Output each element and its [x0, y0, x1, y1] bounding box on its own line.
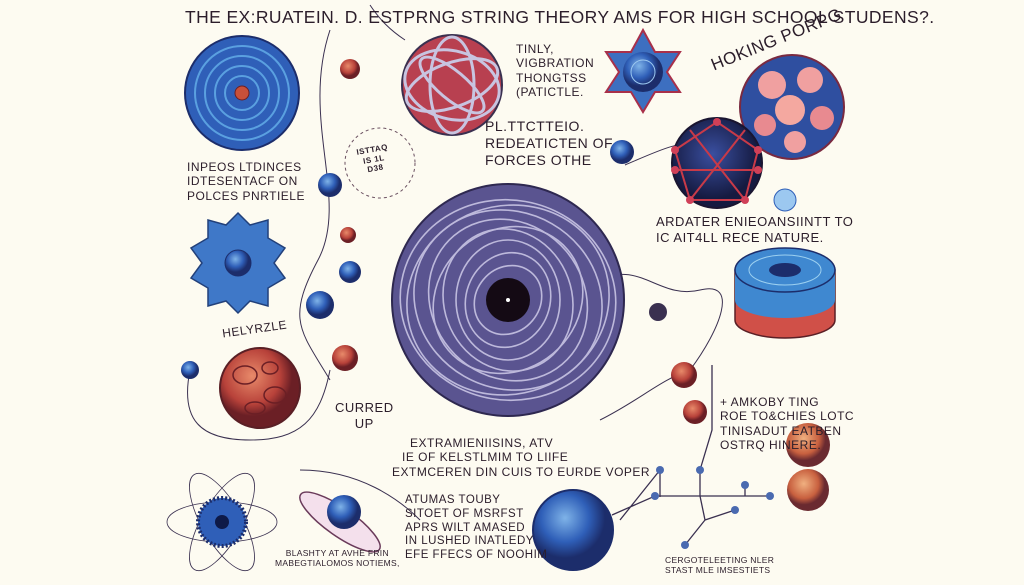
small-red-ball	[340, 227, 356, 243]
label-ardater: ARDATER ENIEOANSIINTT TO IC AIT4LL RECE …	[656, 214, 853, 245]
label-line: MABEGTIALOMOS NOTIEMS,	[275, 558, 400, 569]
pink-cloud-ball	[739, 54, 845, 160]
label-cerbot: CERGOTELEETING NLER STAST MLE IMSESTIETS	[665, 555, 774, 575]
small-blue-ball	[318, 173, 342, 197]
label-line: EXTRAMIENIISINS, ATV	[410, 436, 554, 450]
label-line: BLASHTY AT AVHE FRIN	[285, 548, 389, 558]
blue-burst-particle	[166, 472, 278, 572]
label-line: TINISADUT EATBEN	[720, 423, 842, 438]
label-stamp: ISTTAQ IS 1L D38	[356, 142, 392, 176]
spiky-crystal	[189, 211, 287, 315]
label-line: CERGOTELEETING NLER	[665, 555, 775, 565]
orange-ball	[787, 469, 829, 511]
label-line: IE OF KELSTLMIM TO LIIFE	[402, 450, 569, 465]
label-line: TINLY,	[516, 42, 554, 56]
orange-ball	[786, 423, 830, 467]
connecting-strings	[187, 4, 723, 521]
label-line: INPEOS LTDINCES	[187, 160, 302, 174]
label-blashty: BLASHTY AT AVHE FRIN MABEGTIALOMOS NOTIE…	[275, 548, 400, 568]
label-curred: CURRED UP	[335, 400, 394, 431]
label-line: UP	[354, 415, 374, 431]
small-dark-ball	[649, 303, 667, 321]
label-line: CURRED	[335, 400, 394, 415]
blue-ball	[306, 291, 334, 319]
label-tinly: TINLY, VIGBRATION THONGTSS (PATICTLE.	[516, 42, 594, 100]
big-blue-ball	[532, 489, 614, 571]
red-ball	[332, 345, 358, 371]
label-line: REDEATICTEN OF	[485, 134, 614, 151]
label-line: IN LUSHED INATLEDY	[405, 535, 534, 548]
label-forces: PL.TTCTTEIO. REDEATICTEN OF FORCES OTHE	[485, 118, 613, 168]
label-line: STAST MLE IMSESTIETS	[665, 565, 771, 576]
label-inpeos: INPEOS LTDINCES IDTESENTACF ON POLCES PN…	[187, 160, 305, 203]
label-line: EFE FFECS OF NOOHIM	[405, 549, 548, 562]
label-line: POLCES PNRTIELE	[187, 188, 305, 203]
label-line: PL.TTCTTEIO.	[485, 118, 585, 134]
label-line: APRS WILT AMASED	[405, 521, 526, 534]
network-nodes	[651, 466, 774, 549]
saucer-particle	[299, 491, 381, 553]
small-blue-ball	[181, 361, 199, 379]
small-blue-ball	[339, 261, 361, 283]
small-blue-ball	[610, 140, 634, 164]
label-atumas: ATUMAS TOUBY SITOET OF MSRFST APRS WILT …	[405, 494, 547, 563]
label-line: (PATICTLE.	[516, 85, 584, 100]
label-line: SITOET OF MSRFST	[405, 507, 524, 520]
poster-title: THE EX:RUATEIN. D. ESTPRNG STRING THEORY…	[185, 7, 935, 27]
tangled-string-ball	[391, 183, 625, 417]
label-line: + AMKOBY TING	[720, 395, 820, 409]
label-line: THONGTSS	[516, 70, 587, 85]
label-line: EXTMCEREN DIN CUIS TO EURDE VOPER	[392, 464, 651, 479]
red-swirl-ball	[219, 347, 301, 429]
striped-cylinder	[734, 247, 836, 339]
label-line: VIGBRATION	[516, 56, 595, 71]
label-line: OSTRQ HINERE.	[720, 438, 822, 453]
label-line: IDTESENTACF ON	[187, 174, 298, 189]
red-ball	[671, 362, 697, 388]
small-red-ball	[340, 59, 360, 79]
star-particle	[604, 27, 682, 114]
wire-ball	[401, 34, 503, 136]
blue-spiral-disc	[184, 35, 300, 151]
label-extra: EXTRAMIENIISINS, ATV IE OF KELSTLMIM TO …	[392, 436, 650, 479]
label-line: ROE TO&CHIES LOTC	[720, 409, 855, 424]
label-line: ATUMAS TOUBY	[405, 494, 501, 506]
stamp-circle	[344, 127, 416, 199]
small-glass-ball	[773, 188, 797, 212]
red-ball	[683, 400, 707, 424]
label-line: IC AIT4LL RECE NATURE.	[656, 229, 824, 245]
geodesic-ball	[671, 117, 763, 209]
label-line: FORCES OTHE	[485, 151, 592, 168]
label-line: ARDATER ENIEOANSIINTT TO	[656, 214, 854, 229]
label-amkoby: + AMKOBY TING ROE TO&CHIES LOTC TINISADU…	[720, 395, 854, 453]
